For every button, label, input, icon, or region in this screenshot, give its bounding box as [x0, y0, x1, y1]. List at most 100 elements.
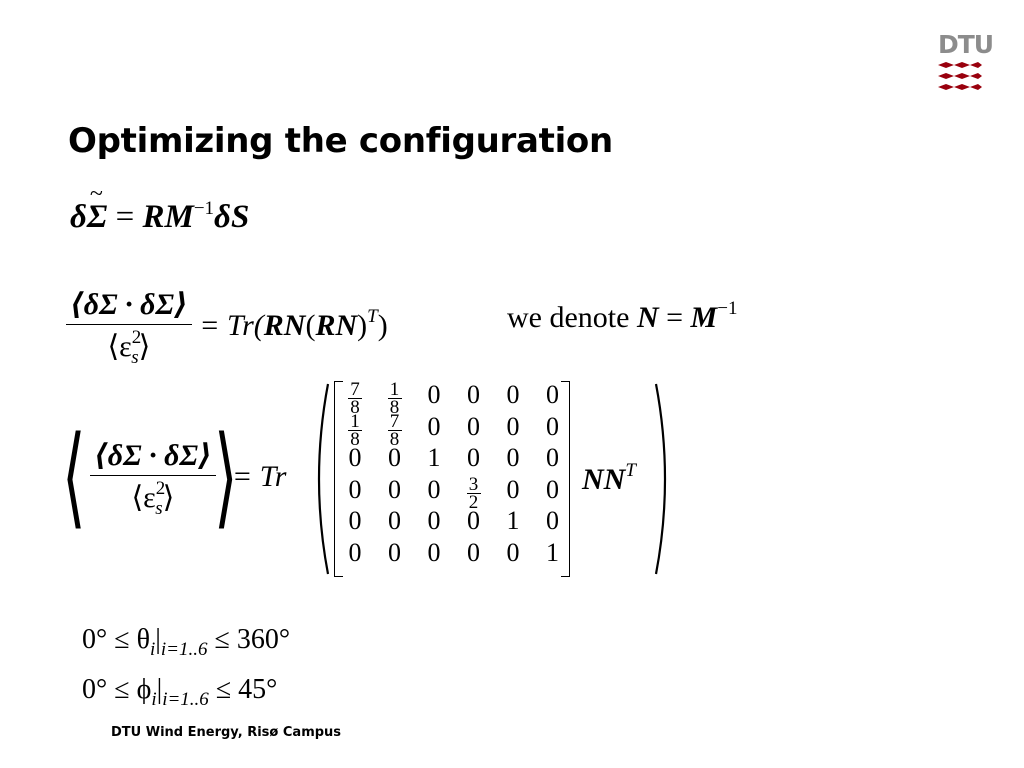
- eq3-den-close: ⟩: [162, 481, 175, 514]
- eq2-rn2: RN: [315, 308, 358, 342]
- matrix-cell: 0: [388, 506, 401, 535]
- matrix-cell: 0: [467, 506, 480, 535]
- matrix-cell: 0: [427, 380, 441, 409]
- matrix-cell: 0: [348, 443, 362, 472]
- matrix-cell: 0: [427, 537, 441, 567]
- eq1-equals: =: [107, 199, 143, 235]
- constraint-bar: |: [155, 624, 161, 655]
- eq2-tr: = Tr(: [191, 308, 264, 342]
- logo-text: DTU: [938, 30, 994, 59]
- eq3-right-angle: ⟩: [214, 416, 238, 538]
- eq1-rhs: RM: [142, 199, 194, 235]
- constraint-range: i=1..6: [160, 639, 208, 660]
- matrix-cell: 0: [546, 474, 559, 504]
- dtu-logo: DTU: [936, 30, 994, 96]
- matrix-cell: 0: [348, 474, 362, 504]
- matrix-left-bracket: [334, 381, 343, 577]
- note-text: we denote: [507, 301, 637, 334]
- eq2-den-sup: 2: [131, 327, 142, 348]
- constraint-right: ≤ 45°: [208, 674, 278, 705]
- eq3-den-open: ⟨ε: [131, 481, 156, 514]
- eq3-nn: NN: [582, 463, 626, 496]
- eq3-open-paren-icon: [317, 383, 330, 575]
- constraint-range: i=1..6: [162, 689, 209, 710]
- eq3-left-angle: ⟨: [62, 416, 86, 538]
- eq2-den-sub: s: [131, 347, 139, 368]
- logo-mark-icon: [938, 62, 982, 90]
- eq3-denominator: ⟨ε2s⟩: [90, 476, 216, 520]
- eq3-nn-sup: T: [625, 460, 636, 481]
- matrix-cell: 0: [546, 380, 559, 409]
- eq2-den-close: ⟩: [138, 330, 151, 363]
- eq2-sup: T: [367, 305, 378, 327]
- matrix-cell: 0: [546, 506, 559, 535]
- eq1-rhs-tail: δS: [214, 199, 250, 235]
- matrix-cell-numerator: 7: [348, 380, 362, 399]
- eq2-rn: RN: [263, 308, 306, 342]
- eq3-tail: NNT: [582, 460, 636, 497]
- matrix-cell: 0: [506, 443, 520, 472]
- eq2-numerator: ⟨δΣ · δΣ⟩: [66, 287, 192, 325]
- eq1-rhs-sup: −1: [193, 198, 215, 219]
- eq2-paren: (: [305, 308, 316, 342]
- note-m: M: [690, 301, 718, 334]
- matrix-cell: 0: [546, 443, 559, 472]
- matrix-cell: 0: [427, 411, 441, 441]
- matrix-cell: 0: [388, 537, 401, 567]
- eq1-sigma: Σ: [87, 181, 107, 236]
- matrix-cell-denominator: 8: [350, 428, 360, 450]
- matrix-cell: 0: [506, 380, 520, 409]
- constraint-bar: |: [156, 674, 163, 705]
- eq3-close-paren-icon: [654, 383, 667, 575]
- matrix-cell: 0: [467, 443, 480, 472]
- matrix-cell: 0: [388, 443, 401, 472]
- matrix-cell: 0: [348, 506, 362, 535]
- constraint-sub: i: [151, 689, 157, 710]
- matrix-cell: 0: [506, 537, 520, 567]
- matrix-cell-numerator: 3: [466, 475, 481, 494]
- eq2-denominator: ⟨ε2s⟩: [66, 325, 192, 369]
- matrix-cell: 0: [427, 474, 441, 504]
- matrix-cell: 0: [388, 474, 401, 504]
- eq2-fraction: ⟨δΣ · δΣ⟩ ⟨ε2s⟩: [66, 287, 192, 369]
- matrix-cell: 1: [546, 537, 559, 567]
- matrix-cell: 0: [506, 474, 520, 504]
- eq3-numerator: ⟨δΣ · δΣ⟩: [90, 438, 216, 476]
- constraint-line: 0° ≤ ϕi|i=1..6 ≤ 45°: [82, 670, 290, 720]
- matrix-cell: 0: [467, 411, 480, 441]
- matrix-cell: 0: [467, 537, 480, 567]
- matrix-cell-denominator: 2: [468, 491, 479, 513]
- note-sup: −1: [717, 298, 738, 319]
- eq3-fraction: ⟨δΣ · δΣ⟩ ⟨ε2s⟩: [90, 438, 216, 520]
- constraint-left: 0° ≤ ϕ: [82, 674, 152, 705]
- eq3-den-sup: 2: [155, 478, 166, 499]
- note-n: N: [636, 301, 659, 334]
- slide-title: Optimizing the configuration: [68, 121, 613, 161]
- constraint-right: ≤ 360°: [207, 624, 291, 655]
- eq2-den-open: ⟨ε: [107, 330, 132, 363]
- constraints: 0° ≤ θi|i=1..6 ≤ 360°0° ≤ ϕi|i=1..6 ≤ 45…: [82, 620, 290, 720]
- eq2-close: ): [357, 308, 368, 342]
- matrix-cell: 0: [427, 506, 441, 535]
- matrix-cell-denominator: 8: [350, 397, 360, 418]
- matrix-cell-numerator: 1: [387, 380, 402, 399]
- note-eq: =: [658, 301, 691, 334]
- constraint-line: 0° ≤ θi|i=1..6 ≤ 360°: [82, 620, 290, 670]
- matrix-cell: 1: [427, 443, 441, 472]
- equation-2-note: we denote N = M−1: [507, 298, 737, 335]
- matrix-cell-numerator: 1: [348, 412, 362, 431]
- matrix-cell-numerator: 7: [387, 412, 402, 431]
- equation-1: δΣ = RM−1δS: [70, 181, 250, 236]
- equation-2: ⟨δΣ · δΣ⟩ ⟨ε2s⟩ = Tr(RN(RN)T): [66, 287, 388, 369]
- eq2-end: ): [377, 308, 388, 342]
- constraint-left: 0° ≤ θ: [82, 624, 150, 655]
- eq3-fraction-wrap: ⟨δΣ · δΣ⟩ ⟨ε2s⟩: [90, 438, 216, 520]
- matrix-cell: 0: [546, 411, 559, 441]
- matrix-right-bracket: [561, 381, 570, 577]
- matrix-cell: 1: [506, 506, 520, 535]
